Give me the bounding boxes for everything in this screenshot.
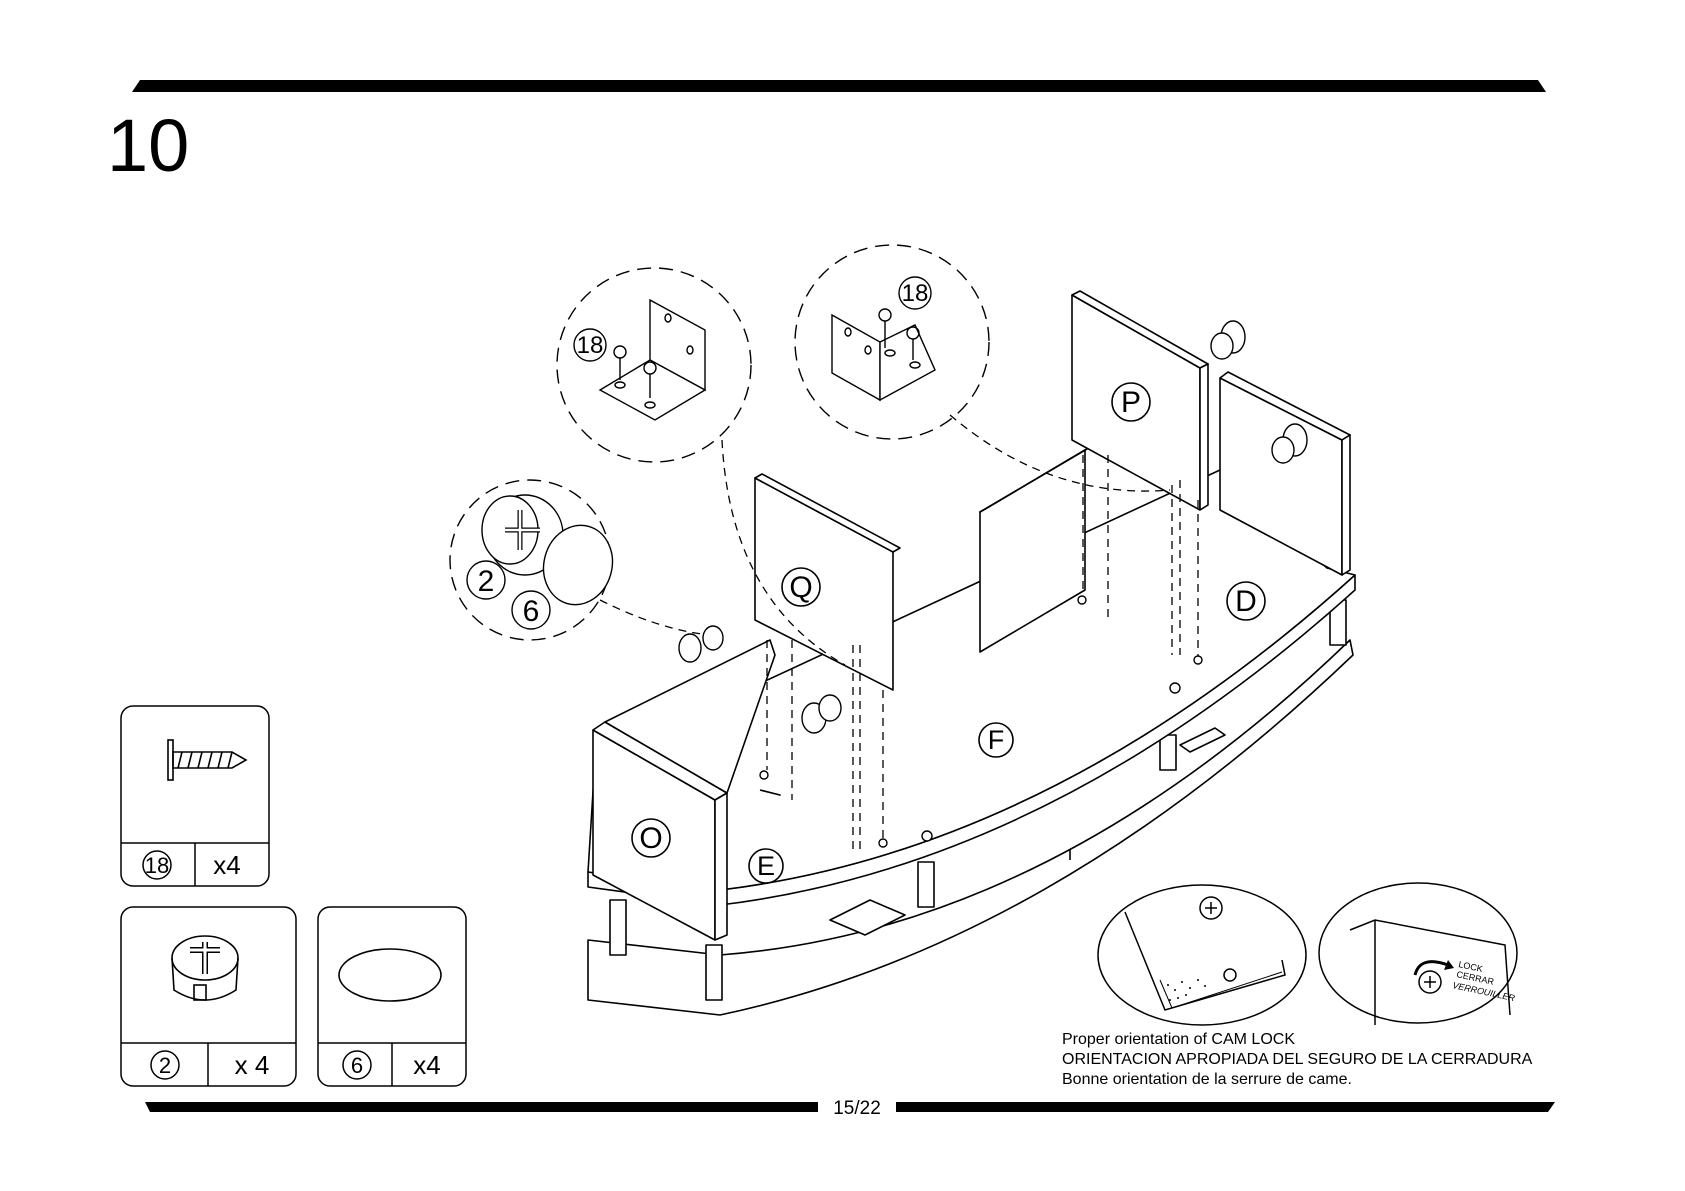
cam-orientation-view-1: [1098, 885, 1306, 1025]
cap-cover-icon: [339, 949, 441, 1001]
page-indicator: 15/22: [833, 1098, 881, 1119]
part-qty-2: x 4: [235, 1050, 270, 1080]
detail-bracket-left: [557, 268, 751, 462]
detail-label-bracket-right: 18: [902, 280, 929, 307]
bottom-rule-right: [896, 1102, 1555, 1112]
panel-label-p: P: [1121, 386, 1141, 419]
step-number: 10: [107, 104, 189, 187]
caption-french: Bonne orientation de la serrure de came.: [1062, 1070, 1532, 1090]
part-qty-18: x4: [213, 850, 240, 880]
detail-label-cap: 6: [523, 595, 540, 628]
detail-label-cam: 2: [478, 565, 495, 598]
detail-bracket-right: [795, 245, 989, 439]
panel-label-o: O: [639, 822, 662, 855]
part-id-2: 2: [159, 1053, 171, 1078]
part-box-6: 6 x4: [318, 907, 466, 1086]
caption-spanish: ORIENTACION APROPIADA DEL SEGURO DE LA C…: [1062, 1050, 1532, 1070]
part-id-6: 6: [351, 1053, 363, 1078]
detail-label-bracket-left: 18: [577, 332, 604, 359]
panel-label-d: D: [1235, 585, 1257, 618]
panel-label-f: F: [988, 725, 1005, 755]
part-box-2: 2 x 4: [121, 907, 296, 1086]
panel-label-e: E: [757, 851, 775, 881]
cam-orientation-view-2: [1319, 883, 1517, 1025]
part-id-18: 18: [145, 853, 169, 878]
cam-lock-caption: Proper orientation of CAM LOCK ORIENTACI…: [1062, 1030, 1532, 1090]
cam-lock-icon: [172, 936, 238, 1000]
screw-icon: [168, 740, 246, 780]
tv-stand-assembly: [588, 291, 1355, 1015]
part-box-18: 18 x4: [121, 706, 269, 886]
part-qty-6: x4: [413, 1050, 440, 1080]
panel-label-q: Q: [789, 571, 812, 604]
top-rule: [132, 80, 1546, 92]
caption-english: Proper orientation of CAM LOCK: [1062, 1030, 1532, 1050]
bottom-rule-left: [145, 1102, 818, 1112]
